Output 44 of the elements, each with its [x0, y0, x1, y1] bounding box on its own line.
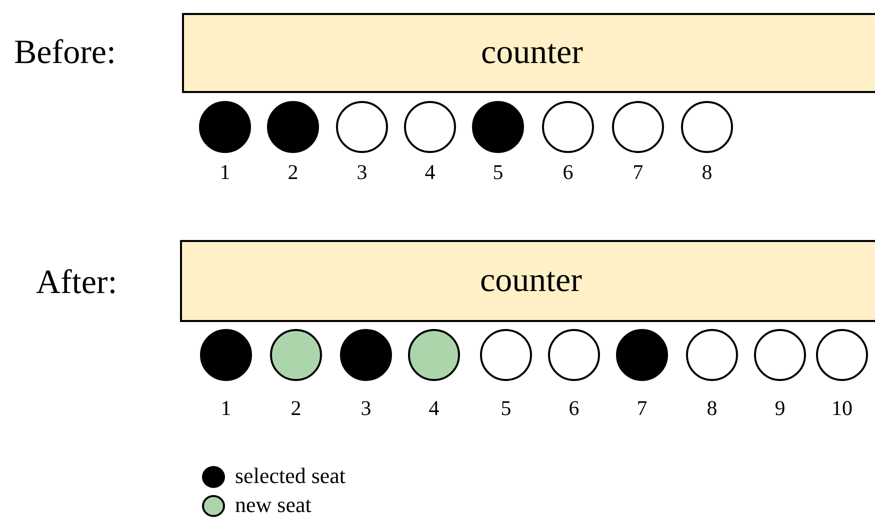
seat-circle — [199, 101, 251, 153]
counter-label: counter — [480, 264, 582, 298]
seat-number: 7 — [632, 162, 644, 183]
seat-number: 9 — [774, 398, 786, 419]
seat-number: 3 — [356, 162, 368, 183]
row-label: Before: — [14, 36, 116, 70]
seat-circle — [542, 101, 594, 153]
counter-box — [180, 240, 875, 322]
seat-number: 6 — [568, 398, 580, 419]
seat-circle — [340, 329, 392, 381]
seat-circle — [754, 329, 806, 381]
seat-number: 7 — [636, 398, 648, 419]
seat-number: 8 — [706, 398, 718, 419]
seat-circle — [616, 329, 668, 381]
seat-number: 6 — [562, 162, 574, 183]
seat-circle — [267, 101, 319, 153]
row-label: After: — [36, 266, 118, 300]
seat-number: 1 — [220, 162, 230, 183]
seat-circle — [200, 329, 252, 381]
seat-circle — [408, 329, 460, 381]
counter-label: counter — [481, 36, 583, 70]
seat-number: 10 — [832, 398, 852, 419]
seat-circle — [686, 329, 738, 381]
seat-circle — [480, 329, 532, 381]
seat-circle — [404, 101, 456, 153]
seat-number: 1 — [220, 398, 232, 419]
legend-label: new seat — [235, 494, 312, 516]
seat-circle — [612, 101, 664, 153]
seat-number: 2 — [290, 398, 302, 419]
seat-circle — [336, 101, 388, 153]
counter-box — [182, 13, 875, 93]
seat-number: 3 — [360, 398, 372, 419]
seat-number: 4 — [428, 398, 440, 419]
seat-number: 5 — [500, 398, 512, 419]
seat-circle — [816, 329, 868, 381]
seat-number: 5 — [492, 162, 504, 183]
seat-number: 4 — [424, 162, 436, 183]
seat-circle — [681, 101, 733, 153]
seat-circle — [472, 101, 524, 153]
seat-number: 2 — [288, 162, 298, 183]
seat-circle — [548, 329, 600, 381]
seat-number: 8 — [702, 162, 712, 183]
seat-circle — [270, 329, 322, 381]
legend-label: selected seat — [235, 465, 346, 487]
